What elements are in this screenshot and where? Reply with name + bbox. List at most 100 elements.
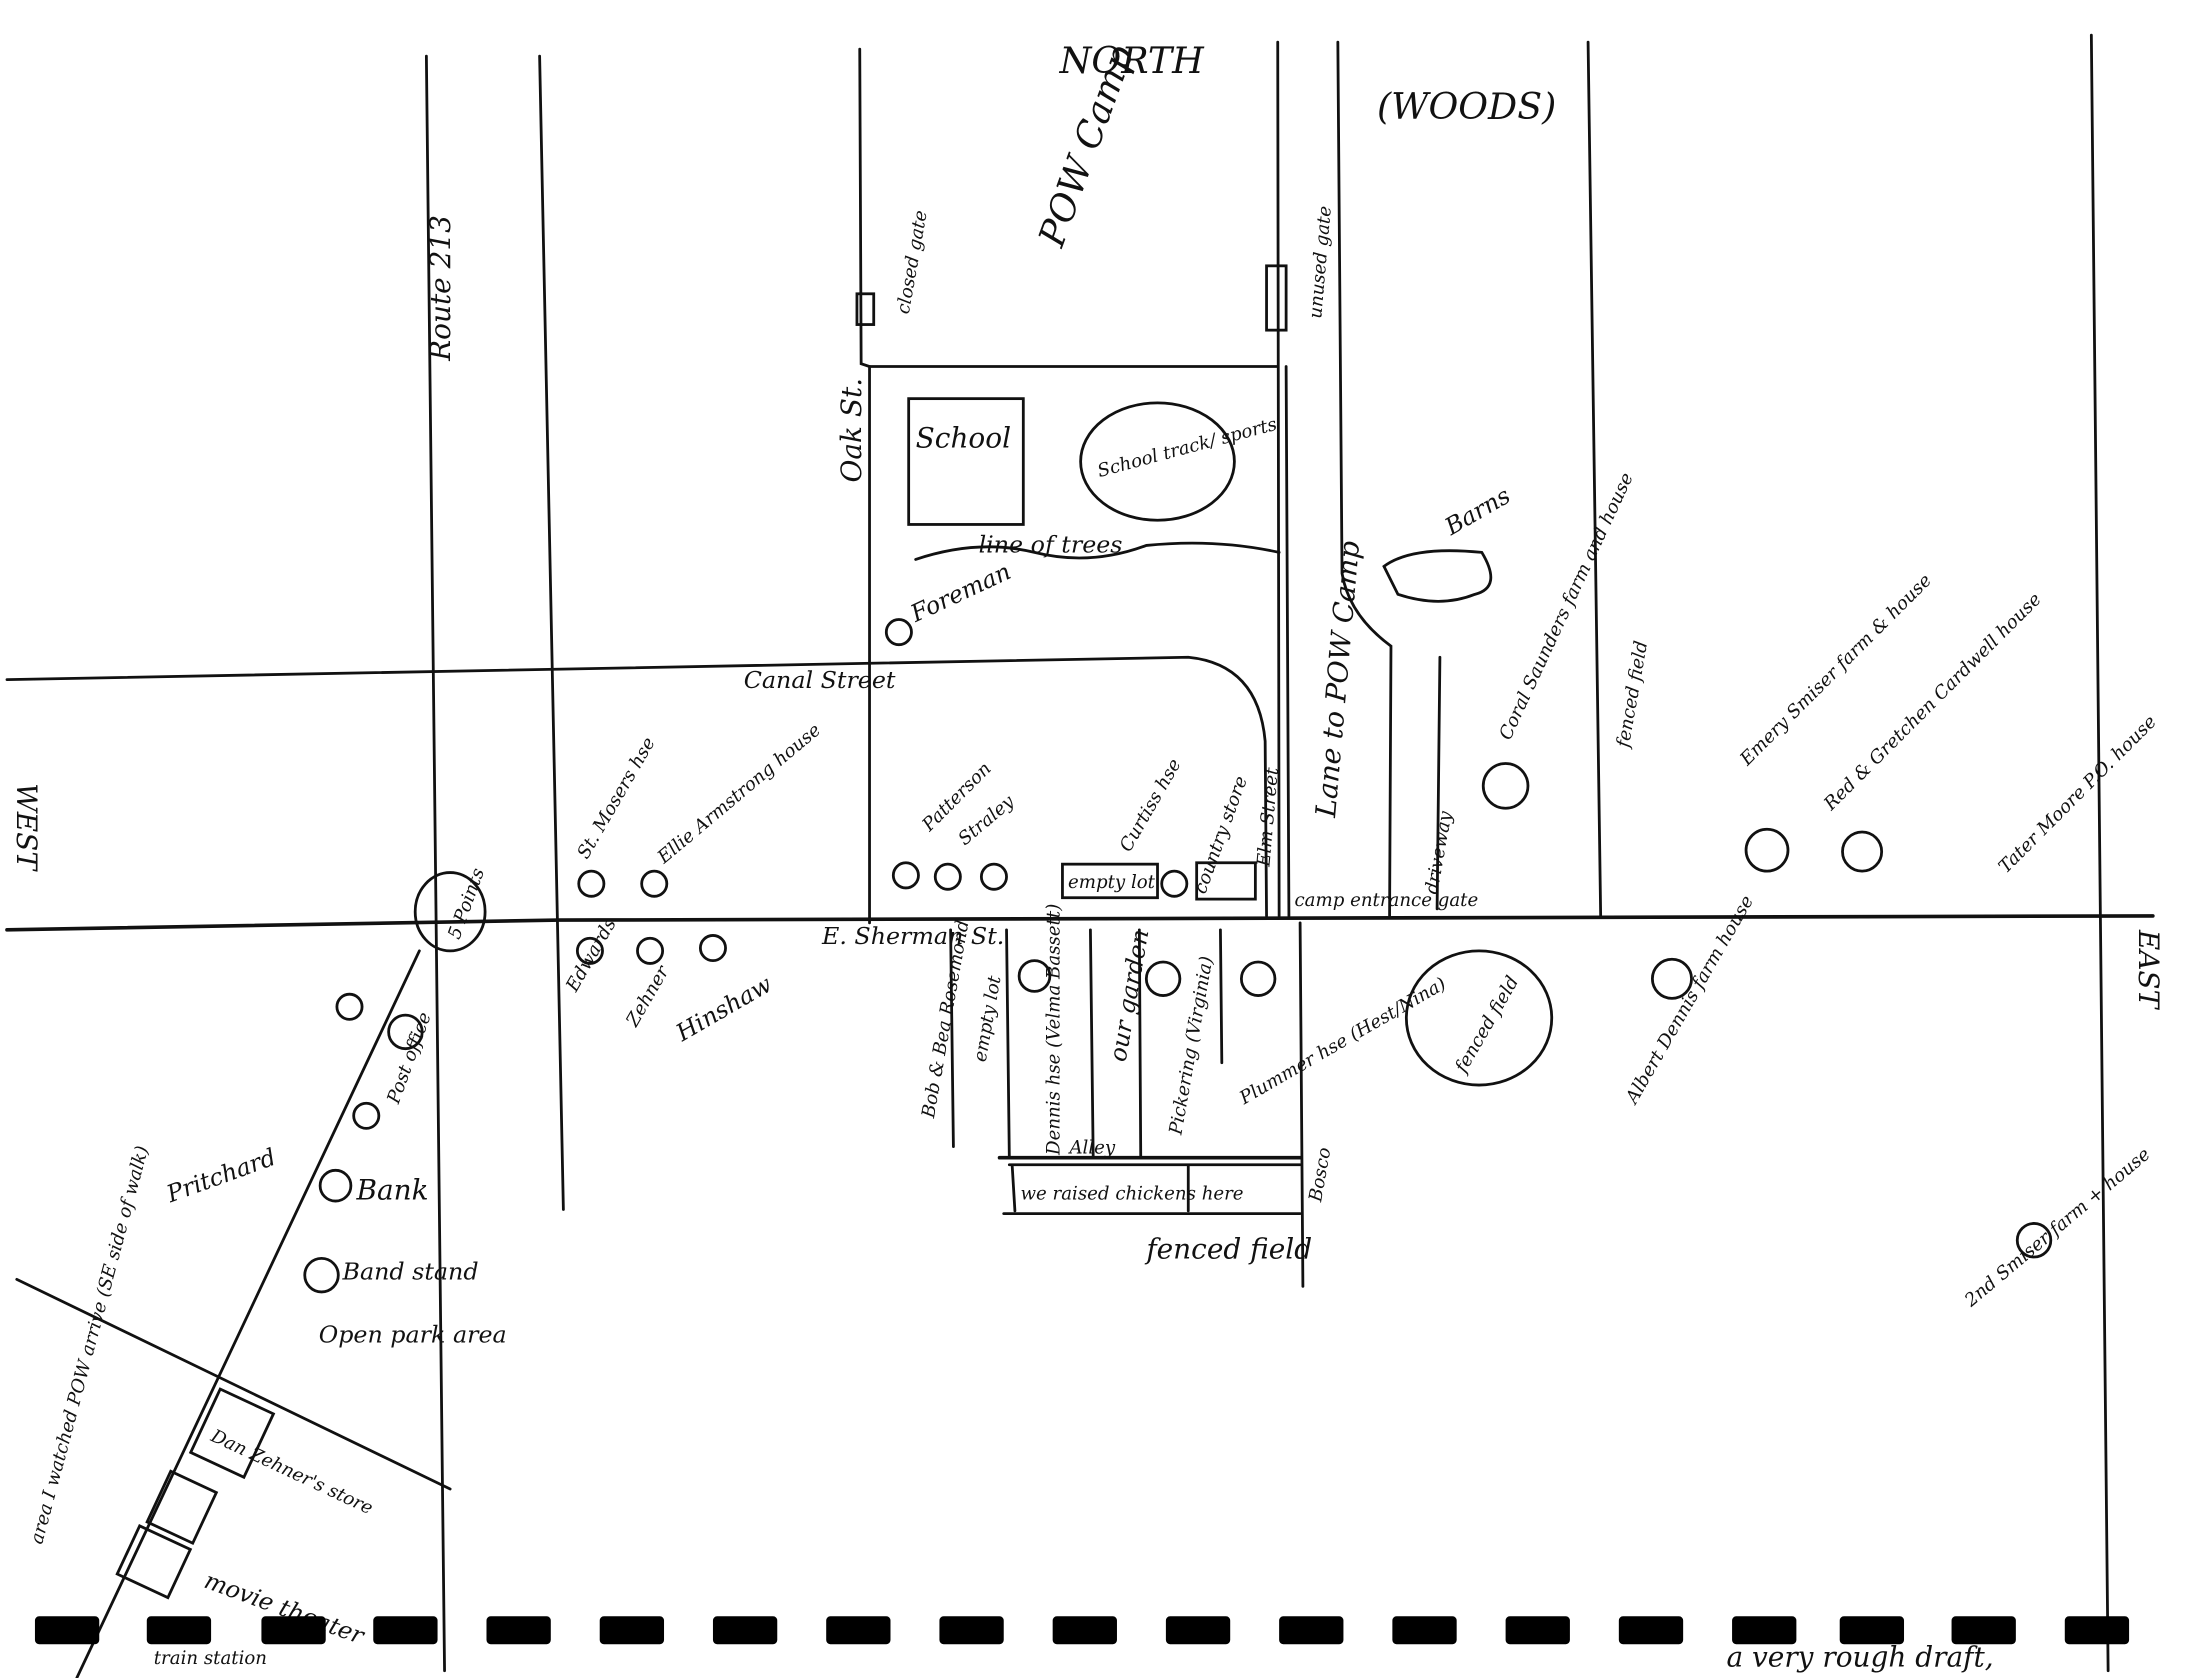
redaction-bars <box>34 1616 2130 1645</box>
house-icon <box>575 936 604 965</box>
line-of-trees-label: line of trees <box>979 530 1123 558</box>
school-track <box>1079 401 1236 522</box>
tater-label: Tater Moore P.O. house <box>1995 712 2161 878</box>
school-track-label: School track/ sports <box>1095 414 1279 482</box>
house-icon <box>318 1168 353 1203</box>
albert-dennis-label: Albert Dennis farm house <box>1621 892 1758 1109</box>
house-icon <box>1017 959 1052 993</box>
train-station-label: train station <box>154 1648 267 1669</box>
fenced-field-right-label: fenced field <box>1613 639 1653 751</box>
redaction-bar <box>939 1616 1004 1645</box>
e-sherman-street-road <box>5 914 2155 932</box>
bosco-line <box>1298 921 1305 1288</box>
zehner-label: Zehner <box>622 961 674 1031</box>
closed-gate-label: closed gate <box>893 209 932 316</box>
dennis-label: Dennis hse (Velma Bassett) <box>1044 904 1065 1156</box>
school-label: School <box>916 422 1011 455</box>
redaction-bar <box>599 1616 665 1645</box>
unused-gate-label: unused gate <box>1305 205 1336 319</box>
redaction-bar <box>1839 1616 1905 1645</box>
house-icon <box>933 862 962 891</box>
redaction-bar <box>1052 1616 1117 1645</box>
lot-line <box>1137 928 1143 1160</box>
lot-line <box>1089 928 1095 1160</box>
rough-draft-label: a very rough draft, <box>1726 1641 1993 1674</box>
house-icon <box>891 861 920 890</box>
house-icon <box>640 869 669 898</box>
alley-label: Alley <box>1067 1138 1115 1159</box>
east-label: EAST <box>2132 929 2165 1011</box>
our-garden-label: our garden <box>1104 927 1155 1064</box>
route-213-road <box>424 54 446 1673</box>
house-icon <box>1160 869 1189 898</box>
tree-line <box>914 541 1281 561</box>
five-points-circle <box>413 871 487 953</box>
house-icon <box>335 992 364 1021</box>
house-icon <box>1650 957 1693 1000</box>
house-icon <box>698 934 727 963</box>
st-moser-label: St. Mosers hse <box>573 734 659 863</box>
school-building <box>907 397 1025 526</box>
house-icon <box>2015 1222 2053 1259</box>
redaction-bar <box>486 1616 551 1645</box>
store-box <box>145 1469 219 1546</box>
pickering-label: Pickering (Virginia) <box>1165 955 1217 1138</box>
lot-line <box>1219 928 1224 1065</box>
house-icon <box>1841 830 1884 873</box>
chicken-lot <box>1007 1163 1302 1213</box>
house-icon <box>1481 762 1530 810</box>
west-label: WEST <box>10 783 43 872</box>
redaction-bar <box>1951 1616 2016 1645</box>
lane-to-pow-camp-road <box>1336 40 1393 918</box>
house-circles <box>303 618 2053 1294</box>
redaction-bar <box>1392 1616 1457 1645</box>
redaction-bar <box>1165 1616 1231 1645</box>
house-icon <box>352 1101 381 1130</box>
second-smiser-label: 2nd Smiser farm + house <box>1960 1144 2154 1312</box>
driveway-line <box>1435 655 1442 911</box>
dan-zehners-store-box <box>188 1387 276 1480</box>
band-stand-label: Band stand <box>342 1257 479 1285</box>
red-gretchen-label: Red & Gretchen Cardwell house <box>1819 589 2045 815</box>
bank-label: Bank <box>355 1174 428 1207</box>
canal-street-label: Canal Street <box>744 666 896 694</box>
labels: NORTH (WOODS) POW Camp Route 213 Oak St.… <box>10 39 2165 1674</box>
house-icon <box>387 1013 424 1051</box>
country-store-box <box>1195 861 1257 901</box>
roads <box>5 33 2155 1678</box>
curtiss-label: Curtiss hse <box>1116 755 1186 855</box>
camp-entrance-label: camp entrance gate <box>1295 890 1479 911</box>
empty-lot-box <box>1061 862 1159 900</box>
bosco-label: Bosco <box>1305 1146 1335 1205</box>
house-icon <box>636 936 665 965</box>
redaction-bar <box>261 1616 326 1645</box>
redaction-bar <box>2064 1616 2130 1645</box>
coral-farm-label: Coral Saunders farm and house <box>1495 470 1638 744</box>
redaction-bar <box>34 1616 100 1645</box>
route-213-label: Route 213 <box>424 215 457 362</box>
fenced-field-mid-label: fenced field <box>1450 973 1523 1079</box>
redaction-bar <box>1505 1616 1570 1645</box>
house-icon <box>577 869 606 898</box>
lane-west-edge <box>1284 365 1291 918</box>
pritchard-label: Pritchard <box>162 1143 279 1209</box>
fenced-field-circle <box>1404 949 1554 1087</box>
woods-label: (WOODS) <box>1377 85 1556 128</box>
driveway-label: driveway <box>1421 809 1456 896</box>
armstrong-label: Ellie Armstrong house <box>653 720 825 869</box>
road-east-block <box>1586 40 1603 918</box>
buildings <box>115 264 2053 1600</box>
chickens-label: we raised chickens here <box>1021 1184 1244 1205</box>
redaction-bar <box>826 1616 891 1645</box>
railroad-line <box>15 1277 452 1491</box>
barns-outline <box>1382 549 1493 603</box>
edwards-label: Edwards <box>562 915 621 996</box>
house-icon <box>884 618 913 647</box>
empty-lot-2-label: empty lot <box>970 974 1006 1064</box>
oak-st-label: Oak St. <box>835 378 868 483</box>
redaction-bar <box>712 1616 778 1645</box>
redaction-bar <box>373 1616 438 1645</box>
house-icon <box>1144 960 1182 997</box>
country-store-label: country store <box>1190 773 1252 896</box>
